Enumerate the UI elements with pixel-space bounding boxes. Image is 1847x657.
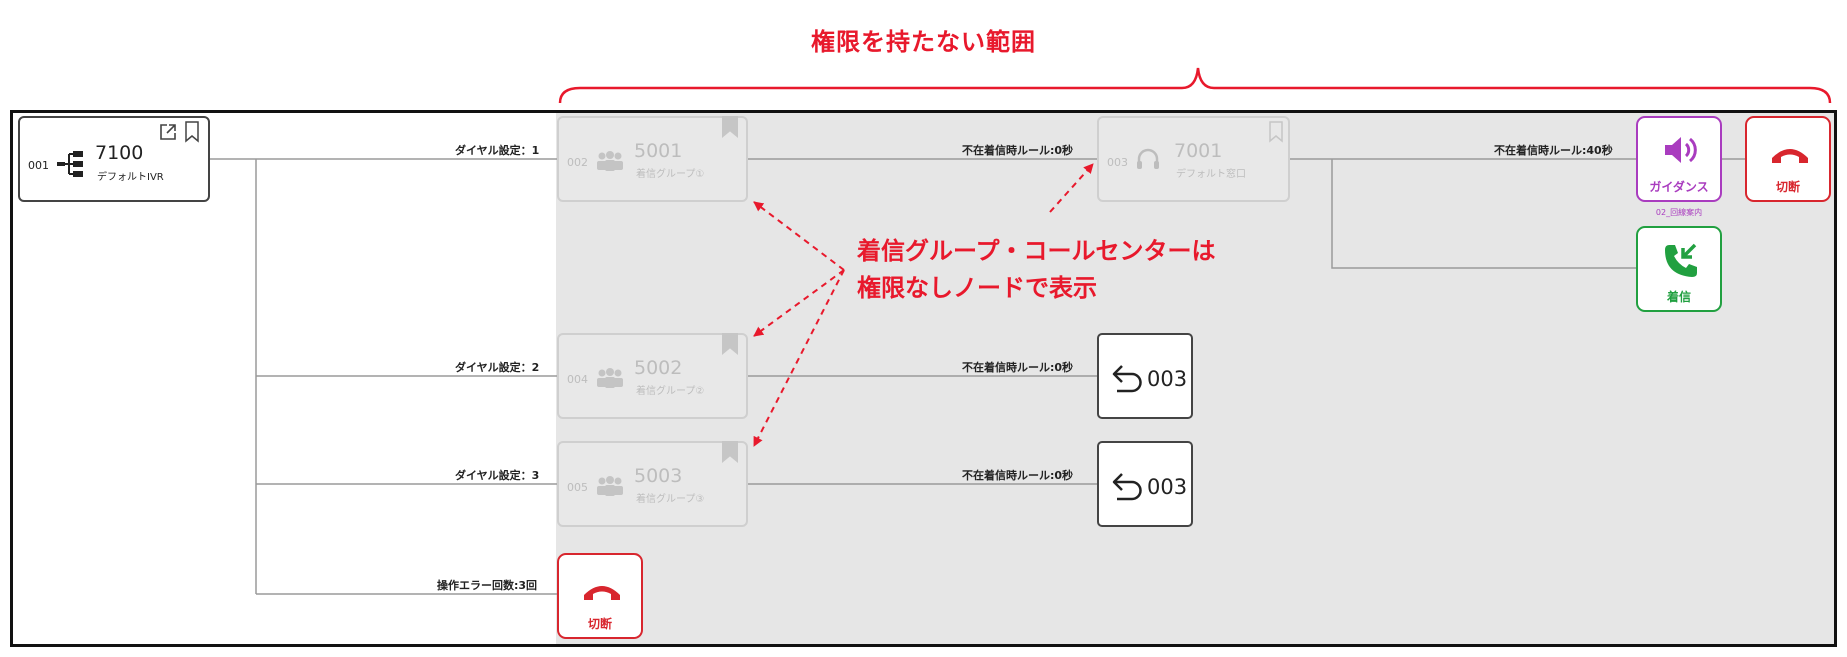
group-node-5003[interactable]: 005 5003 着信グループ③ xyxy=(557,441,748,527)
group-index: 002 xyxy=(567,156,588,169)
group-users-icon xyxy=(597,151,623,171)
annotation-callout-line1: 着信グループ・コールセンターは xyxy=(857,237,1216,265)
root-number: 7100 xyxy=(95,142,144,164)
edge-label-dial3: ダイヤル設定：3 xyxy=(455,469,540,482)
disconnect-label: 切断 xyxy=(1775,180,1800,194)
hangup-icon xyxy=(584,586,620,600)
edge-label-absent-group3: 不在着信時ルール:0秒 xyxy=(962,469,1074,482)
group-number: 5002 xyxy=(634,357,683,379)
disconnect-node-main[interactable]: 切断 xyxy=(1745,116,1831,202)
group-number: 5003 xyxy=(634,465,683,487)
group-users-icon xyxy=(597,368,623,388)
edge-label-op-error: 操作エラー回数:3回 xyxy=(437,579,538,592)
incoming-node[interactable]: 着信 xyxy=(1636,226,1722,312)
group-name: 着信グループ① xyxy=(636,169,705,180)
group-node-5001[interactable]: 002 5001 着信グループ① xyxy=(557,116,748,202)
annotation-title: 権限を持たない範囲 xyxy=(811,28,1036,56)
speaker-icon xyxy=(1665,137,1697,163)
bookmark-flag-icon xyxy=(722,116,738,138)
group-index: 004 xyxy=(567,373,588,386)
disconnect-label: 切断 xyxy=(587,617,612,631)
headset-icon xyxy=(1137,148,1159,169)
group-users-icon xyxy=(597,476,623,496)
bookmark-flag-icon xyxy=(722,441,738,463)
edge-label-absent-group1: 不在着信時ルール:0秒 xyxy=(962,144,1074,157)
callcenter-node-7001[interactable]: 003 7001 デフォルト窓口 xyxy=(1097,116,1290,202)
external-link-icon[interactable] xyxy=(158,122,178,142)
hangup-icon xyxy=(1772,149,1808,163)
bookmark-icon xyxy=(1269,121,1283,143)
root-name: デフォルトIVR xyxy=(97,172,164,183)
brace xyxy=(558,67,1832,104)
callcenter-name: デフォルト窓口 xyxy=(1176,169,1246,180)
edge-label-absent-callcenter: 不在着信時ルール:40秒 xyxy=(1494,144,1613,157)
edge-label-dial1: ダイヤル設定：1 xyxy=(455,144,540,157)
return-node-2[interactable]: 003 xyxy=(1097,441,1193,527)
return-arrow-icon xyxy=(1112,473,1142,501)
group-number: 5001 xyxy=(634,140,683,162)
return-target: 003 xyxy=(1147,475,1188,499)
group-index: 005 xyxy=(567,481,588,494)
bookmark-icon[interactable] xyxy=(184,121,200,143)
return-arrow-icon xyxy=(1112,365,1142,393)
guidance-node[interactable]: ガイダンス xyxy=(1636,116,1722,202)
bookmark-flag-icon xyxy=(722,333,738,355)
incoming-label: 着信 xyxy=(1666,290,1691,304)
return-node-1[interactable]: 003 xyxy=(1097,333,1193,419)
group-name: 着信グループ③ xyxy=(636,494,705,505)
root-index: 001 xyxy=(28,159,49,172)
guidance-subtext: 02_回線案内 xyxy=(1655,208,1703,217)
return-target: 003 xyxy=(1147,367,1188,391)
disconnect-node-bottom[interactable]: 切断 xyxy=(557,553,643,639)
group-name: 着信グループ② xyxy=(636,386,705,397)
guidance-label: ガイダンス xyxy=(1649,180,1709,194)
incoming-call-icon xyxy=(1665,243,1697,277)
edge-label-dial2: ダイヤル設定：2 xyxy=(455,361,540,374)
annotation-callout-line2: 権限なしノードで表示 xyxy=(857,274,1097,302)
edge-label-absent-group2: 不在着信時ルール:0秒 xyxy=(962,361,1074,374)
ivr-tree-icon xyxy=(57,151,83,177)
group-node-5002[interactable]: 004 5002 着信グループ② xyxy=(557,333,748,419)
root-ivr-node[interactable]: 001 7100 デフォルトIVR xyxy=(18,116,210,202)
callcenter-index: 003 xyxy=(1107,156,1128,169)
callcenter-number: 7001 xyxy=(1174,140,1223,162)
